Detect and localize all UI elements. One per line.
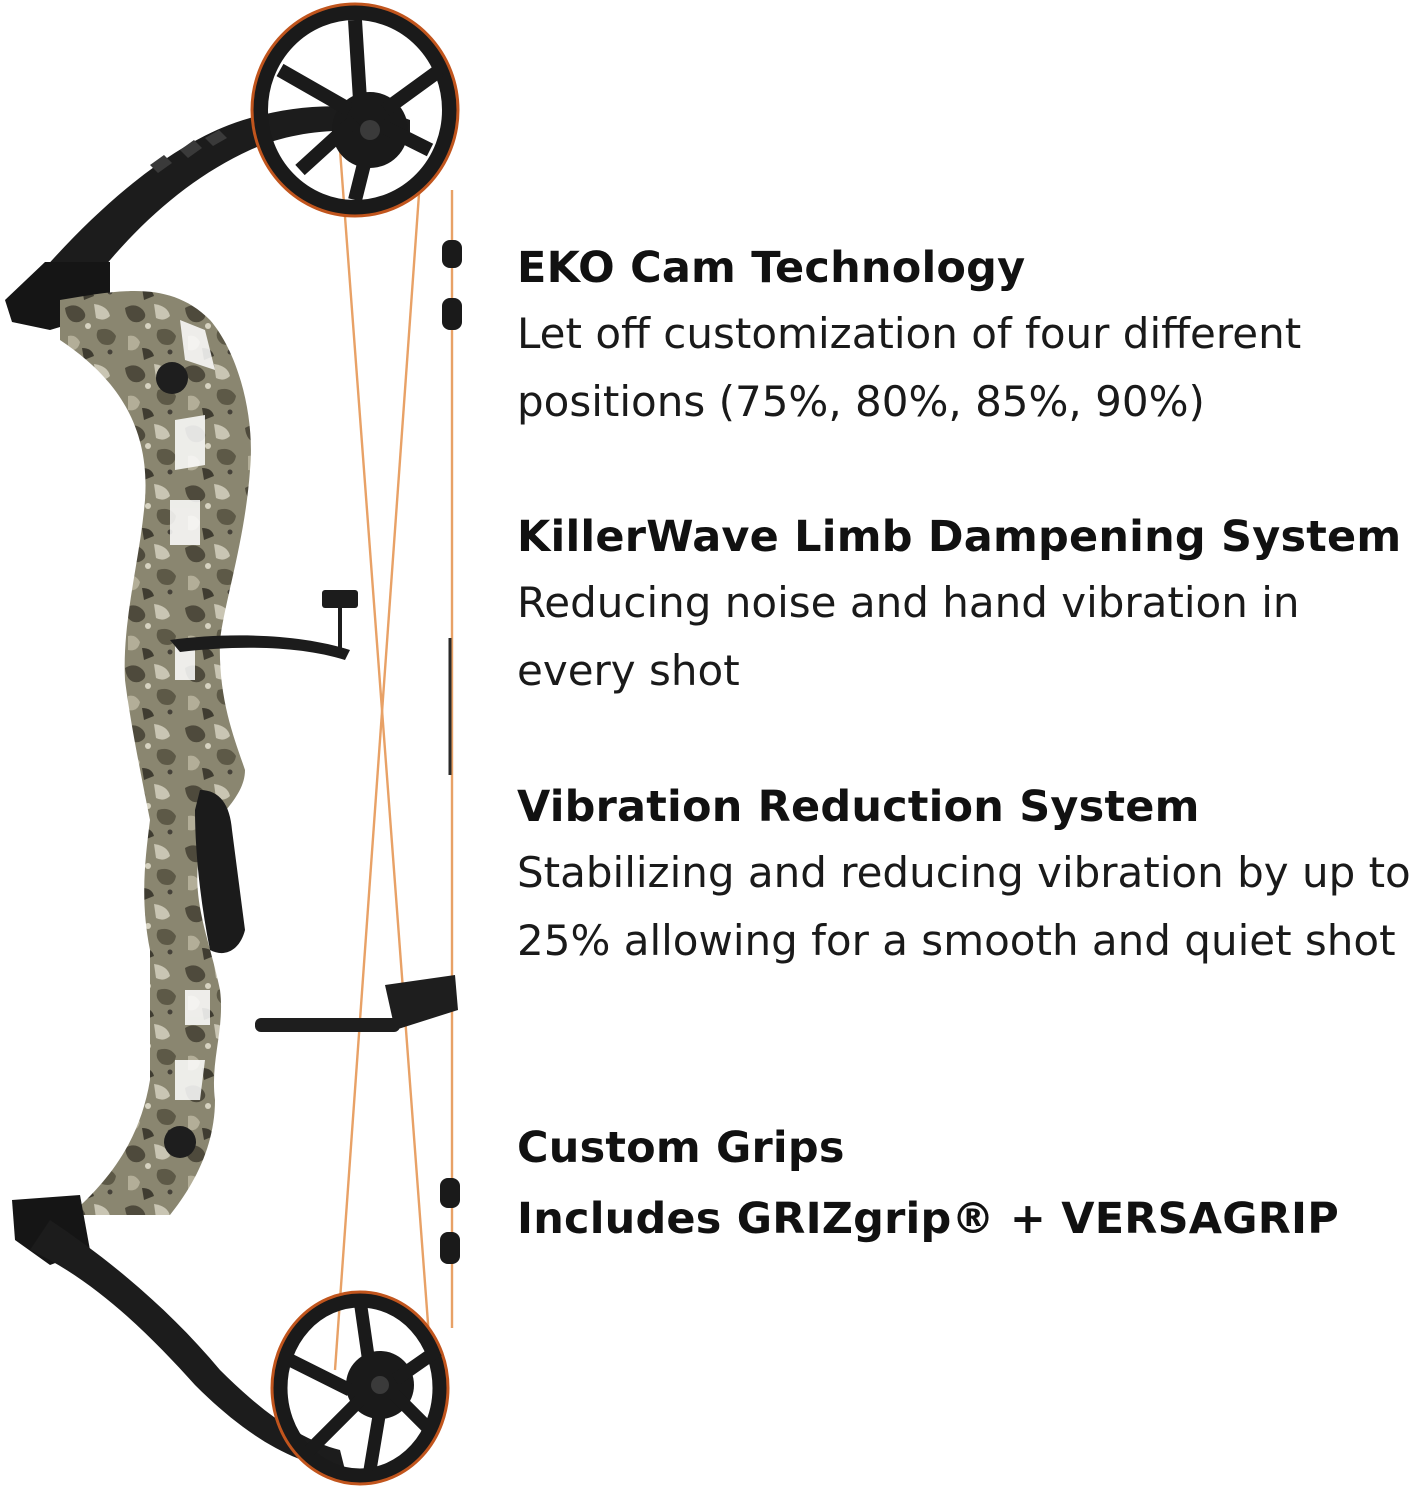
arrow-rest — [170, 590, 358, 660]
lower-limb-bolt — [164, 1126, 196, 1158]
lower-limb — [30, 1220, 345, 1470]
top-cam — [250, 2, 460, 218]
feature-killerwave: KillerWave Limb Dampening System Reducin… — [517, 505, 1422, 705]
riser — [60, 291, 251, 1215]
compound-bow-image — [5, 2, 462, 1486]
feature-custom-grips: Custom Grips Includes GRIZgrip® + VERSAG… — [517, 1113, 1422, 1255]
feature-description: Stabilizing and reducing vibration by up… — [517, 848, 1411, 965]
bow-strings — [333, 149, 454, 1371]
grip — [195, 790, 245, 954]
feature-description: Reducing noise and hand vibration in eve… — [517, 578, 1300, 695]
feature-subtitle: Includes GRIZgrip® + VERSAGRIP — [517, 1194, 1339, 1244]
feature-vibration-reduction: Vibration Reduction System Stabilizing a… — [517, 775, 1422, 975]
cable-guard — [255, 975, 458, 1032]
bottom-cam — [270, 1290, 450, 1486]
feature-title: Vibration Reduction System — [517, 782, 1200, 832]
feature-eko-cam: EKO Cam Technology Let off customization… — [517, 236, 1422, 436]
feature-title: EKO Cam Technology — [517, 243, 1026, 293]
string-dampeners — [440, 240, 462, 1264]
feature-description: Let off customization of four different … — [517, 309, 1302, 426]
feature-title: Custom Grips — [517, 1123, 845, 1173]
feature-title: KillerWave Limb Dampening System — [517, 512, 1402, 562]
upper-limb-bolt — [156, 362, 188, 394]
